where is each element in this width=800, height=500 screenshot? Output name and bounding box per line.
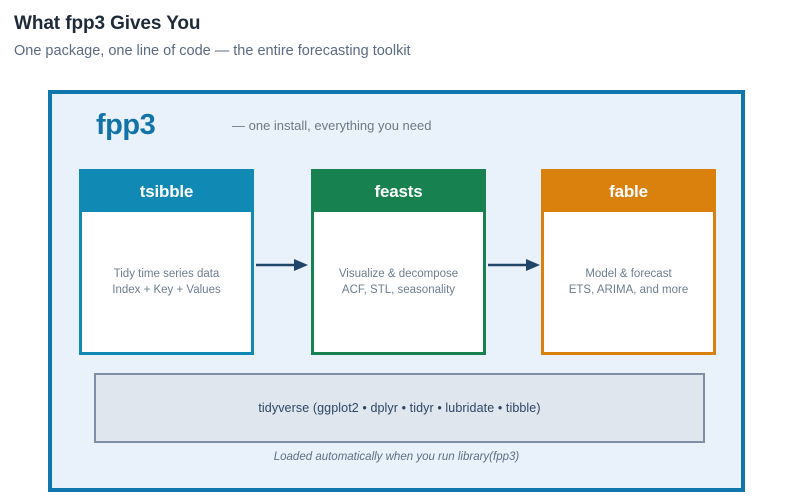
tidyverse-dependencies-box: tidyverse (ggplot2 • dplyr • tidyr • lub…	[94, 373, 705, 443]
fpp3-brand-label: fpp3	[96, 109, 156, 141]
page-title: What fpp3 Gives You	[14, 13, 201, 34]
package-title-tsibble: tsibble	[82, 172, 251, 212]
package-card-fable[interactable]: fable Model & forecast ETS, ARIMA, and m…	[541, 169, 716, 355]
arrow-tsibble-to-feasts	[256, 258, 308, 272]
page-subtitle: One package, one line of code — the enti…	[14, 43, 411, 59]
tidyverse-dependencies-label: tidyverse (ggplot2 • dplyr • tidyr • lub…	[258, 400, 541, 415]
package-title-feasts: feasts	[314, 172, 483, 212]
package-description-tsibble: Tidy time series data Index + Key + Valu…	[112, 268, 221, 296]
arrow-feasts-to-fable	[488, 258, 540, 272]
package-body-fable: Model & forecast ETS, ARIMA, and more	[544, 212, 713, 352]
package-description-feasts: Visualize & decompose ACF, STL, seasonal…	[338, 268, 459, 296]
package-body-feasts: Visualize & decompose ACF, STL, seasonal…	[314, 212, 483, 352]
package-body-tsibble: Tidy time series data Index + Key + Valu…	[82, 212, 251, 352]
page-header: What fpp3 Gives You One package, one lin…	[14, 12, 784, 61]
fpp3-tagline: — one install, everything you need	[232, 118, 432, 133]
package-card-tsibble[interactable]: tsibble Tidy time series data Index + Ke…	[79, 169, 254, 355]
fpp3-panel: fpp3 — one install, everything you need …	[48, 90, 745, 492]
package-title-fable: fable	[544, 172, 713, 212]
brand-row: fpp3 — one install, everything you need	[52, 104, 741, 152]
panel-footer-note: Loaded automatically when you run librar…	[273, 451, 520, 463]
package-description-fable: Model & forecast ETS, ARIMA, and more	[568, 268, 689, 296]
package-card-feasts[interactable]: feasts Visualize & decompose ACF, STL, s…	[311, 169, 486, 355]
